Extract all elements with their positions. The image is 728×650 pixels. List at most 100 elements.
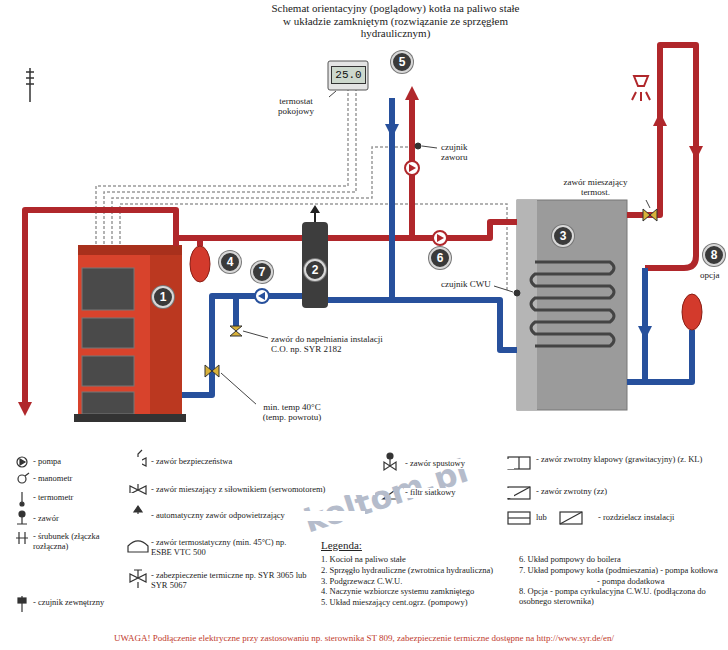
flow-arrow	[653, 112, 667, 126]
callout-label: zawór mieszający termost.	[548, 177, 643, 198]
legend-item: 7. Układ pompowy kotła (podmieszania) - …	[518, 566, 723, 576]
thermostat-display: 25.0	[331, 66, 366, 84]
legend-symbols	[389, 459, 390, 466]
supply-pipe	[409, 98, 415, 238]
legend-symbols	[387, 453, 393, 459]
lamp-symbol	[634, 76, 648, 86]
thermostat-body	[328, 61, 368, 90]
legend-item: 5. Układ mieszający cent.ogrz. (pompowy)	[320, 598, 512, 608]
flow-arrow	[18, 402, 32, 416]
flow-arrow	[18, 86, 703, 416]
legend-entry: - zawór	[32, 514, 142, 524]
note: UWAGA! Podłączenie elektryczne przy zast…	[5, 633, 723, 643]
callout-label: zawór do napełniania instalacji C.O. np.…	[270, 334, 394, 355]
return-pipe	[627, 330, 692, 382]
boiler	[82, 318, 134, 348]
callout-text: 6	[437, 251, 444, 265]
callout-number: 5	[391, 51, 413, 73]
legend-entry: - zawór spustowy	[404, 459, 514, 469]
hydraulic-coupler	[314, 212, 316, 222]
callout-number: 1	[152, 286, 174, 308]
legend-symbols	[17, 517, 27, 524]
legend-entry: - filtr siatkowy	[404, 488, 514, 498]
callout-number: 8	[703, 244, 725, 266]
valve	[415, 143, 421, 149]
legend-item: 4. Naczynie wzbiorcze systemu zamknięteg…	[320, 587, 512, 597]
callout-number: 6	[429, 247, 451, 269]
outdoor-sensor	[26, 72, 34, 84]
leader-line	[221, 373, 257, 405]
valve	[205, 365, 219, 377]
flow-arrow	[405, 86, 419, 100]
legend-entry: - termometr	[32, 493, 142, 503]
flow-arrow	[689, 146, 703, 160]
legend-entry: - rozdzielacz instalacji	[597, 513, 723, 523]
valve	[643, 209, 657, 221]
legend-symbols	[17, 457, 27, 467]
pump	[255, 161, 447, 303]
callout-label: lub	[535, 513, 548, 523]
legend-entry: - czujnik zewnętrzny	[32, 598, 142, 608]
hot-water-tank	[531, 262, 614, 346]
pump	[258, 292, 265, 300]
legend-entry: - pompa	[32, 457, 142, 467]
supply-pipe	[176, 235, 302, 241]
callout-number: 4	[219, 251, 241, 273]
callout-label: termostat pokojowy	[266, 96, 326, 117]
boiler	[78, 245, 182, 255]
legend-entry: - zabezpieczenie termiczne np. SYR 3065 …	[150, 571, 310, 591]
boiler	[82, 356, 134, 386]
callout-text: 2	[312, 263, 319, 277]
legend-symbols	[20, 459, 25, 465]
valve	[230, 326, 242, 336]
legend-symbols	[25, 473, 29, 476]
legend-symbols	[18, 475, 26, 483]
legend-entry: - zawór zwrotny (zz)	[535, 487, 715, 497]
supply-pipe	[328, 222, 517, 238]
boiler	[150, 245, 182, 420]
leader-line	[221, 91, 650, 405]
display-value: 25.0	[335, 69, 361, 81]
callout-text: 4	[227, 255, 234, 269]
legend-item: 1. Kocioł na paliwo stałe	[320, 555, 512, 565]
legend-item: 8. Opcja - pompa cyrkulacyjna C.W.U. (po…	[518, 587, 723, 607]
expansion-vessel	[682, 294, 702, 330]
hydraulic-coupler	[302, 222, 328, 308]
flow-arrow	[638, 326, 652, 340]
legend-entry: - manometr	[32, 474, 142, 484]
legend-symbols	[128, 541, 148, 552]
callout-label: czujnik zaworu	[440, 142, 488, 163]
supply-pipe	[25, 45, 696, 402]
leader-line	[646, 200, 650, 208]
outdoor-sensor	[26, 68, 34, 102]
expansion-vessel	[190, 246, 702, 330]
pump	[405, 161, 419, 175]
legend-symbols	[21, 492, 22, 502]
legend-entry: - zawór bezpieczeństwa	[150, 457, 365, 467]
electric-wiring	[96, 88, 348, 244]
pump	[409, 164, 416, 172]
callout-text: 3	[560, 229, 567, 243]
leader-line	[494, 286, 513, 292]
pump	[255, 289, 269, 303]
legend-symbols	[20, 502, 24, 506]
supply-pipe	[197, 238, 203, 246]
hydraulic-coupler	[302, 205, 328, 308]
hot-water-tank	[517, 200, 627, 410]
legend-symbols	[560, 512, 582, 524]
hot-water-tank	[517, 200, 537, 410]
pump	[437, 234, 444, 242]
hydraulic-coupler	[310, 205, 320, 213]
boiler	[74, 414, 186, 422]
electric-wiring	[112, 147, 418, 244]
leader-line	[422, 146, 437, 148]
outdoor-sensor	[29, 68, 31, 102]
callout-label: czujnik CWU	[440, 279, 492, 289]
legend-item: 6. Układ pompowy do boilera	[518, 555, 723, 565]
pump	[433, 231, 447, 245]
callout-number: 3	[552, 225, 574, 247]
supply-pipe	[627, 45, 696, 268]
lamp-symbol	[632, 76, 650, 101]
